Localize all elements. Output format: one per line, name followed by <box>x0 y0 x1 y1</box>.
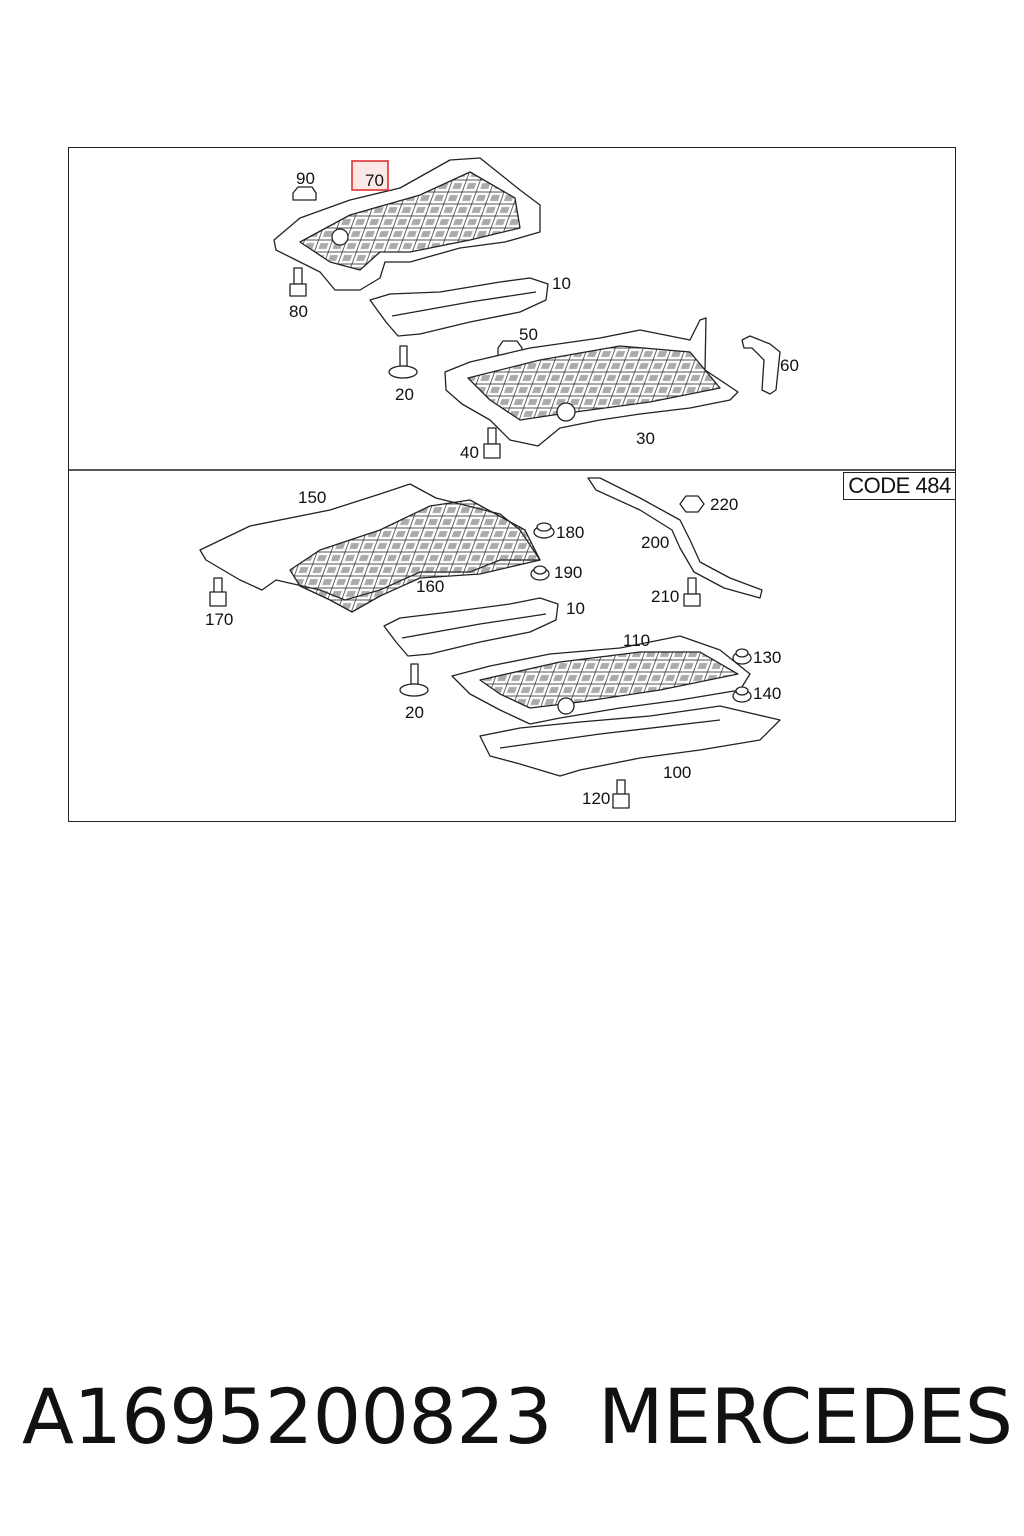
label-150[interactable]: 150 <box>298 488 326 507</box>
label-90[interactable]: 90 <box>296 169 315 188</box>
label-20-lower[interactable]: 20 <box>405 703 424 722</box>
part-180-nut[interactable] <box>533 522 555 539</box>
part-20-screw-lower[interactable] <box>399 663 429 697</box>
label-60[interactable]: 60 <box>780 356 799 375</box>
part-130-nut[interactable] <box>732 648 752 665</box>
part-40-screw[interactable] <box>483 427 501 459</box>
part-20-screw-upper[interactable] <box>388 345 418 379</box>
code-label: CODE 484 <box>843 472 956 500</box>
label-210[interactable]: 210 <box>651 587 679 606</box>
label-70[interactable]: 70 <box>365 171 384 190</box>
label-120[interactable]: 120 <box>582 789 610 808</box>
label-100[interactable]: 100 <box>663 763 691 782</box>
part-110-rear-underpanel[interactable] <box>451 635 751 725</box>
part-200-strut[interactable] <box>587 477 763 599</box>
part-140-nut[interactable] <box>732 686 752 703</box>
label-30[interactable]: 30 <box>636 429 655 448</box>
part-60-bracket[interactable] <box>741 335 781 395</box>
part-10-side-panel-upper[interactable] <box>369 277 549 337</box>
label-190[interactable]: 190 <box>554 563 582 582</box>
part-210-screw[interactable] <box>683 577 701 607</box>
label-170[interactable]: 170 <box>205 610 233 629</box>
label-220[interactable]: 220 <box>710 495 738 514</box>
part-90-clip[interactable] <box>292 186 317 201</box>
part-190-nut[interactable] <box>530 565 550 581</box>
part-10-side-panel-lower[interactable] <box>383 597 559 657</box>
label-160[interactable]: 160 <box>416 577 444 596</box>
label-130[interactable]: 130 <box>753 648 781 667</box>
label-40[interactable]: 40 <box>460 443 479 462</box>
part-number: A1695200823 <box>22 1372 553 1461</box>
label-200[interactable]: 200 <box>641 533 669 552</box>
label-10-upper[interactable]: 10 <box>552 274 571 293</box>
caption: A1695200823 MERCEDES <box>0 1372 1024 1462</box>
label-50[interactable]: 50 <box>519 325 538 344</box>
part-120-screw[interactable] <box>612 779 630 809</box>
brand-name: MERCEDES <box>598 1372 1013 1461</box>
label-80[interactable]: 80 <box>289 302 308 321</box>
part-160-center-underpanel[interactable] <box>289 499 541 613</box>
label-20-upper[interactable]: 20 <box>395 385 414 404</box>
part-170-screw[interactable] <box>209 577 227 607</box>
label-110[interactable]: 110 <box>623 631 650 650</box>
part-30-rear-underpanel[interactable] <box>444 317 739 447</box>
label-140[interactable]: 140 <box>753 684 781 703</box>
part-70-front-underpanel[interactable] <box>273 157 541 291</box>
part-220-nut[interactable] <box>679 495 705 513</box>
label-10-lower[interactable]: 10 <box>566 599 585 618</box>
part-80-screw[interactable] <box>289 267 307 297</box>
label-180[interactable]: 180 <box>556 523 584 542</box>
highlight-box-70 <box>351 160 389 191</box>
part-100-lower-underpanel[interactable] <box>479 705 781 777</box>
